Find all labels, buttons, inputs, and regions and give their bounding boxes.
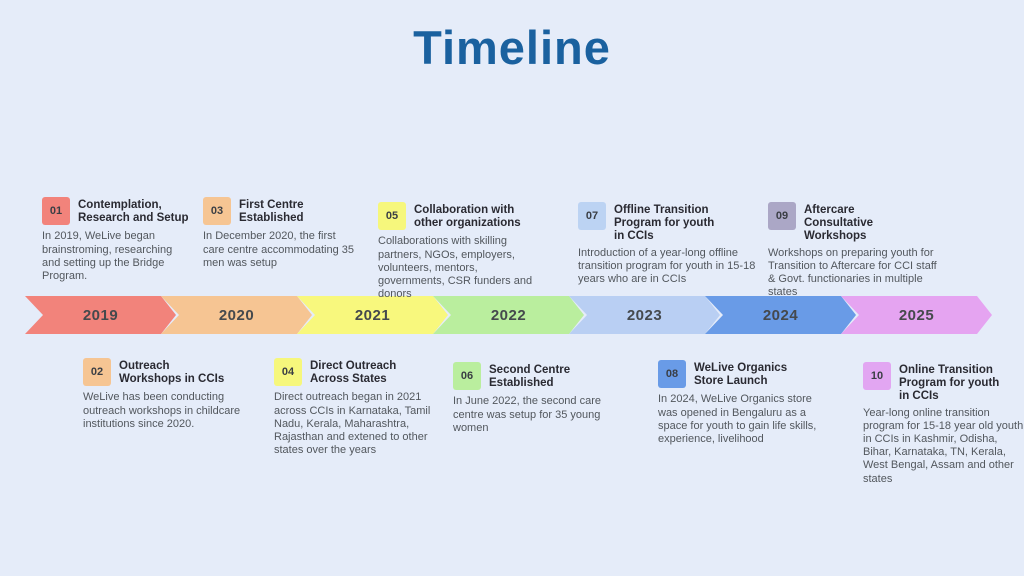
event-card-05: 05 Collaboration with other organization… <box>378 202 536 301</box>
event-title: Aftercare Consultative Workshops <box>804 204 874 243</box>
event-title: Offline Transition Program for youth in … <box>614 204 715 243</box>
event-description: In 2019, WeLive began brainstroming, res… <box>42 230 173 282</box>
event-description: In December 2020, the first care centre … <box>203 230 355 269</box>
event-card-04: 04 Direct Outreach Across States Direct … <box>274 358 432 457</box>
year-label: 2019 <box>82 306 119 324</box>
event-title: WeLive Organics Store Launch <box>694 362 788 388</box>
event-card-02: 02 Outreach Workshops in CCIs WeLive has… <box>83 358 248 431</box>
timeline-segment-2022: 2022 <box>433 296 584 334</box>
year-label: 2021 <box>354 306 391 324</box>
event-title: Online Transition Program for youth in C… <box>899 364 1000 403</box>
event-card-10: 10 Online Transition Program for youth i… <box>863 362 1024 486</box>
event-number-badge: 07 <box>578 202 606 230</box>
event-title: Outreach Workshops in CCIs <box>119 360 225 386</box>
event-number-badge: 02 <box>83 358 111 386</box>
event-number-badge: 06 <box>453 362 481 390</box>
year-label: 2025 <box>898 306 935 324</box>
event-number-badge: 03 <box>203 197 231 225</box>
event-number-badge: 10 <box>863 362 891 390</box>
event-description: WeLive has been conducting outreach work… <box>83 391 241 430</box>
event-description: In 2024, WeLive Organics store was opene… <box>658 393 817 445</box>
event-number-badge: 01 <box>42 197 70 225</box>
event-number-badge: 09 <box>768 202 796 230</box>
event-title: Second Centre Established <box>489 364 571 390</box>
event-description: In June 2022, the second care centre was… <box>453 395 601 434</box>
year-label: 2023 <box>626 306 663 324</box>
event-title: Collaboration with other organizations <box>414 204 521 230</box>
timeline-segment-2020: 2020 <box>161 296 312 334</box>
timeline-segment-2024: 2024 <box>705 296 856 334</box>
event-card-09: 09 Aftercare Consultative Workshops Work… <box>768 202 944 299</box>
event-card-07: 07 Offline Transition Program for youth … <box>578 202 764 286</box>
event-title: Contemplation, Research and Setup <box>78 199 189 225</box>
event-number-badge: 08 <box>658 360 686 388</box>
event-description: Workshops on preparing youth for Transit… <box>768 246 937 299</box>
year-label: 2024 <box>762 306 799 324</box>
event-card-03: 03 First Centre Established In December … <box>203 197 355 270</box>
timeline-band: 2019 2020 2021 2022 2023 2024 2025 <box>25 296 1005 334</box>
year-label: 2020 <box>218 306 255 324</box>
event-description: Introduction of a year-long offline tran… <box>578 246 756 286</box>
event-description: Direct outreach began in 2021 across CCI… <box>274 391 431 457</box>
event-description: Collaborations with skilling partners, N… <box>378 235 533 301</box>
timeline-segment-2019: 2019 <box>25 296 176 334</box>
event-card-06: 06 Second Centre Established In June 202… <box>453 362 611 435</box>
timeline-segment-2021: 2021 <box>297 296 448 334</box>
event-title: First Centre Established <box>239 199 304 225</box>
timeline-segment-2023: 2023 <box>569 296 720 334</box>
event-card-08: 08 WeLive Organics Store Launch In 2024,… <box>658 360 830 446</box>
event-card-01: 01 Contemplation, Research and Setup In … <box>42 197 190 283</box>
page-title: Timeline <box>413 21 611 74</box>
event-description: Year-long online transition program for … <box>863 406 1024 485</box>
year-label: 2022 <box>490 306 527 324</box>
event-title: Direct Outreach Across States <box>310 360 397 386</box>
event-number-badge: 04 <box>274 358 302 386</box>
timeline-segment-2025: 2025 <box>841 296 992 334</box>
event-number-badge: 05 <box>378 202 406 230</box>
